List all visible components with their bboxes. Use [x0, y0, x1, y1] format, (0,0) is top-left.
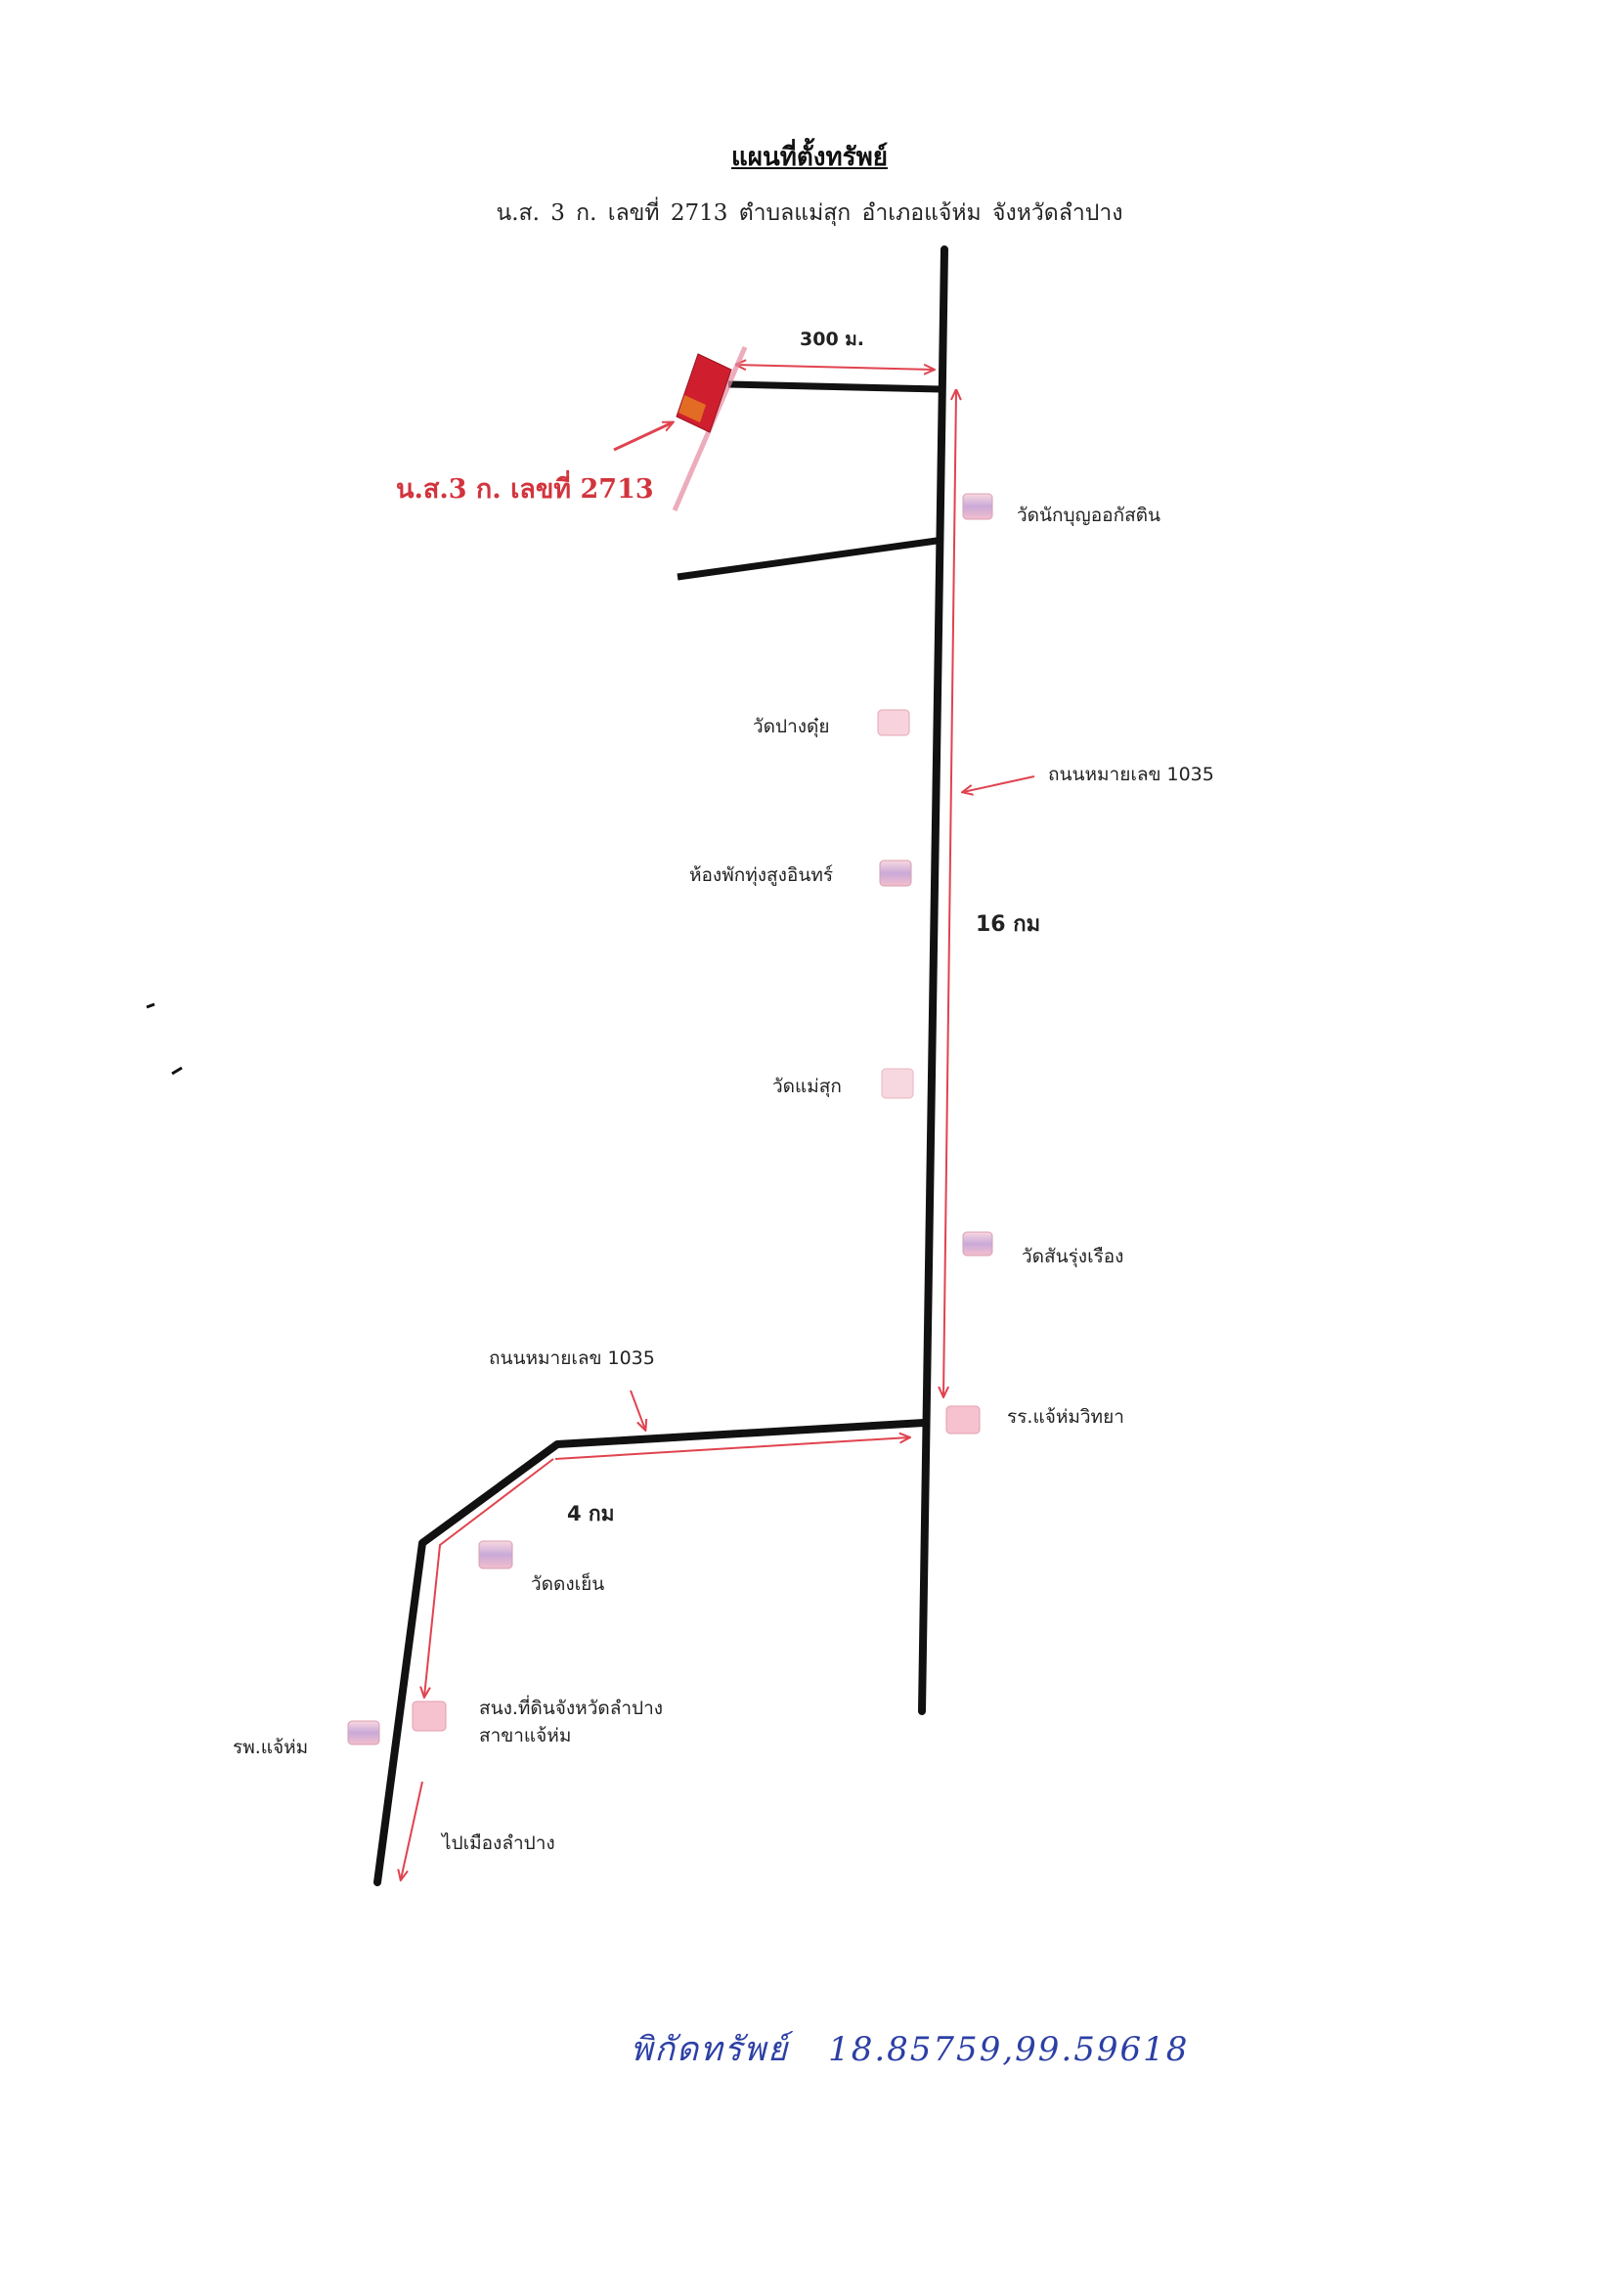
- label-room-thung-sung: ห้องพักทุ่งสูงอินทร์: [689, 864, 834, 886]
- parcel-label: น.ส.3 ก. เลขที่ 2713: [396, 474, 654, 505]
- road-1035-lower: [373, 1419, 928, 1886]
- marker-wat-pang-dui: [877, 709, 910, 736]
- distance-16km-label: 16 กม: [976, 912, 1041, 937]
- side-road-west: [677, 537, 938, 581]
- label-wat-san-rung: วัดสันรุ่งเรือง: [1022, 1246, 1124, 1267]
- marker-school: [945, 1405, 981, 1435]
- distance-300m-label: 300 ม.: [800, 329, 865, 350]
- label-wat-dong-yen: วัดดงเย็น: [531, 1573, 605, 1595]
- label-wat-naksaint: วัดนักบุญออกัสติน: [1017, 505, 1160, 526]
- route-arrow-to-city: [401, 1781, 423, 1879]
- marker-wat-mae-suk: [881, 1068, 914, 1099]
- label-wat-pang-dui: วัดปางดุ๋ย: [753, 716, 830, 737]
- label-hospital: รพ.แจ้ห่ม: [233, 1737, 309, 1758]
- side-road-to-parcel: [727, 380, 941, 393]
- marker-wat-naksaint: [962, 493, 993, 520]
- marker-hospital: [347, 1720, 380, 1745]
- label-land-office-line1: สนง.ที่ดินจังหวัดลำปาง: [479, 1698, 664, 1719]
- map-title: แผนที่ตั้งทรัพย์: [731, 143, 888, 172]
- coordinates-value: 18.85759,99.59618: [828, 2030, 1190, 2069]
- marker-land-office: [412, 1700, 447, 1732]
- label-road-1035-upper: ถนนหมายเลข 1035: [1048, 764, 1214, 785]
- route-arrow-4km: [554, 1437, 909, 1460]
- distance-300m-arrow: [737, 365, 934, 370]
- main-road: [918, 245, 948, 1715]
- label-land-office-line2: สาขาแจ้ห่ม: [479, 1725, 572, 1746]
- distance-4km-label: 4 กม: [567, 1502, 615, 1525]
- route-arrow-16km: [943, 391, 956, 1396]
- route-arrow-to-land-office: [424, 1458, 554, 1697]
- pointer-road-1035-upper: [963, 775, 1035, 792]
- label-school: รร.แจ้ห่มวิทยา: [1007, 1406, 1124, 1428]
- pointer-road-1035-lower: [630, 1390, 645, 1430]
- label-wat-mae-suk: วัดแม่สุก: [772, 1076, 842, 1097]
- marker-wat-dong-yen: [478, 1540, 513, 1569]
- label-road-1035-lower: ถนนหมายเลข 1035: [489, 1347, 655, 1369]
- pointer-parcel: [613, 422, 673, 452]
- scan-speck: [171, 1066, 183, 1076]
- scan-speck: [146, 1002, 155, 1009]
- marker-room-thung-sung: [879, 860, 912, 887]
- map-subtitle: น.ส. 3 ก. เลขที่ 2713 ตำบลแม่สุก อำเภอแจ…: [496, 200, 1123, 226]
- label-to-city: ไปเมืองลำปาง: [442, 1832, 555, 1854]
- marker-wat-san-rung: [962, 1231, 993, 1257]
- handwritten-coordinates: พิกัดทรัพย์ 18.85759,99.59618: [631, 2022, 1189, 2075]
- coordinates-label: พิกัดทรัพย์: [631, 2030, 790, 2069]
- parcel-marker: [672, 346, 748, 511]
